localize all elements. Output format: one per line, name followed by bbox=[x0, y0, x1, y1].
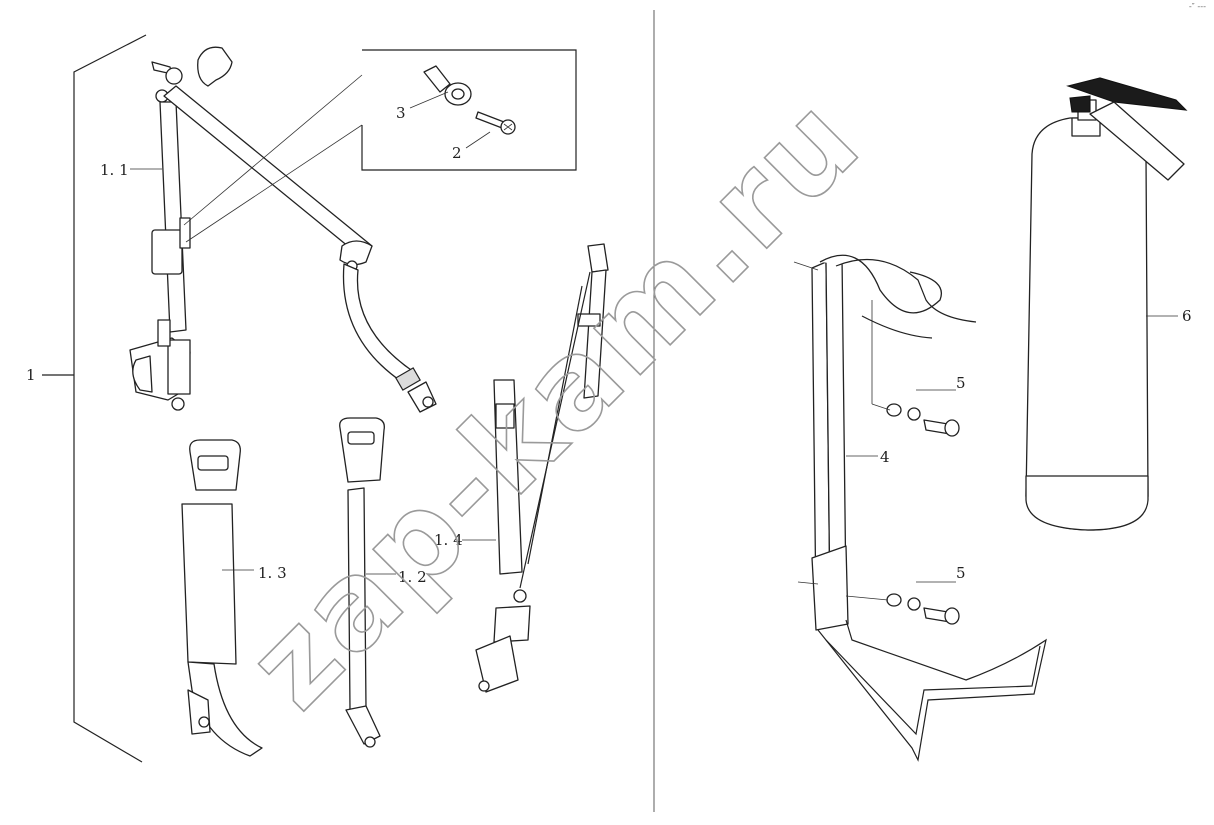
callout-3: 3 bbox=[396, 104, 406, 122]
leader-lines bbox=[130, 168, 1178, 583]
extinguisher-bracket bbox=[793, 254, 1047, 762]
callout-1-1: 1. 1 bbox=[100, 161, 129, 179]
callout-6: 6 bbox=[1182, 307, 1192, 325]
callout-2: 2 bbox=[452, 144, 462, 162]
callout-1-2: 1. 2 bbox=[398, 568, 427, 586]
buckle-long-sleeve bbox=[181, 439, 263, 757]
callout-5-upper: 5 bbox=[956, 374, 966, 392]
lap-belt bbox=[475, 243, 609, 693]
callout-1-4: 1. 4 bbox=[434, 531, 463, 549]
bolt-set-lower bbox=[845, 593, 960, 625]
callout-5-lower: 5 bbox=[956, 564, 966, 582]
fastener-inset bbox=[183, 49, 577, 243]
callout-1-3: 1. 3 bbox=[258, 564, 287, 582]
callout-1: 1 bbox=[26, 366, 36, 384]
buckle-short-strap bbox=[339, 417, 385, 748]
bolt-set-upper bbox=[871, 300, 960, 437]
shoulder-belt-retractor bbox=[129, 46, 437, 413]
corner-mark: -″ --- bbox=[1188, 2, 1206, 11]
fire-extinguisher bbox=[1025, 77, 1188, 531]
group-bracket-1 bbox=[42, 34, 147, 763]
callout-4: 4 bbox=[880, 448, 890, 466]
